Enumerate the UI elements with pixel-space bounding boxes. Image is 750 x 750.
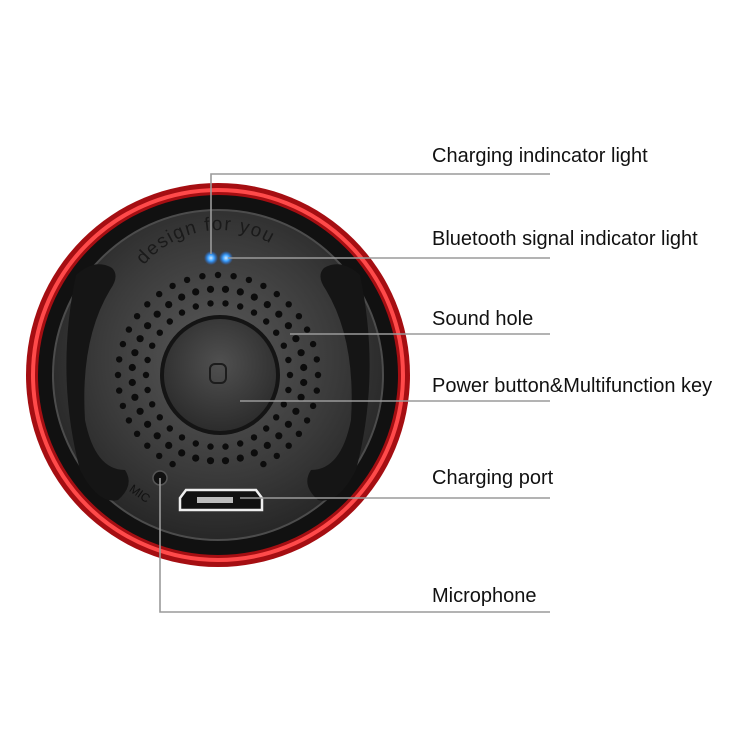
charging-port	[178, 488, 264, 512]
sound-holes	[114, 271, 322, 468]
indicator-leds	[204, 251, 233, 265]
callout-bluetooth-indicator: Bluetooth signal indicator light	[432, 228, 698, 250]
power-button[interactable]	[160, 315, 280, 435]
callout-microphone: Microphone	[432, 585, 537, 607]
left-grip	[66, 264, 129, 501]
callout-sound-hole: Sound hole	[432, 308, 534, 330]
right-grip	[307, 264, 370, 501]
callout-charging-port: Charging port	[432, 467, 554, 489]
leader-charging-indicator	[210, 173, 550, 254]
bluetooth-led-icon	[219, 251, 233, 265]
callout-power-button: Power button&Multifunction key	[432, 375, 713, 397]
leader-lines	[159, 173, 550, 613]
power-symbol-icon	[209, 363, 227, 384]
leader-microphone	[159, 478, 550, 613]
callout-charging-indicator: Charging indincator light	[432, 145, 648, 167]
charging-led-icon	[204, 251, 218, 265]
